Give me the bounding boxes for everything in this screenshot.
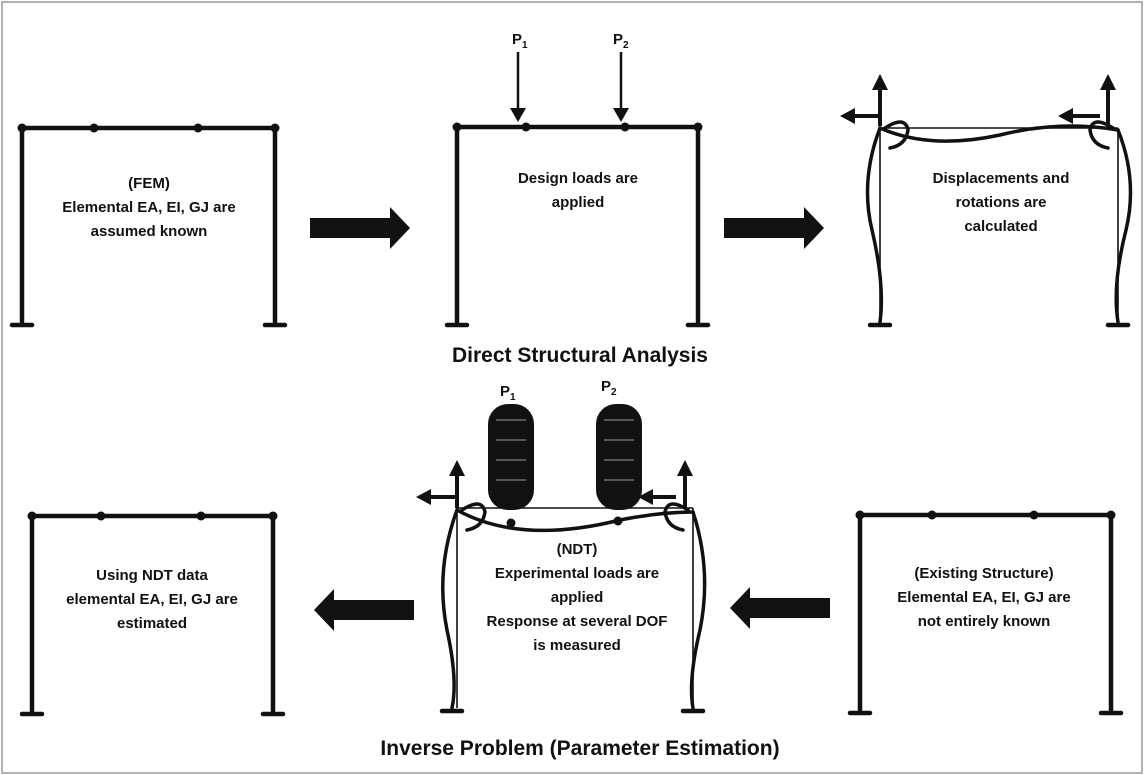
existing-line1: (Existing Structure) — [914, 565, 1053, 582]
load-label-p2-bottom: P2 — [601, 378, 617, 398]
inverse-problem-title: Inverse Problem (Parameter Estimation) — [380, 737, 779, 760]
load-arrow-p2-top — [613, 52, 629, 122]
estimated-line2: elemental EA, EI, GJ are — [66, 591, 238, 608]
arrow-right-1 — [310, 207, 410, 249]
displacements-line2: rotations are — [956, 194, 1047, 211]
direct-analysis-title: Direct Structural Analysis — [452, 344, 708, 367]
load-arrow-p1-top — [510, 52, 526, 122]
ndt-line3: applied — [551, 589, 604, 606]
ndt-line5: is measured — [533, 637, 621, 654]
fem-label-line2: Elemental EA, EI, GJ are — [62, 199, 235, 216]
fem-label-line1: (FEM) — [128, 175, 170, 192]
arrow-left-2 — [730, 587, 830, 629]
load-label-p1-bottom: P1 — [500, 383, 516, 403]
arrow-left-1 — [314, 589, 414, 631]
load-label-p1-top: P1 — [512, 31, 528, 51]
load-label-p2-top: P2 — [613, 31, 629, 51]
ndt-line4: Response at several DOF — [487, 613, 668, 630]
estimated-line3: estimated — [117, 615, 187, 632]
ndt-line1: (NDT) — [557, 541, 598, 558]
design-loads-line1: Design loads are — [518, 170, 638, 187]
ndt-frame — [416, 460, 707, 714]
existing-line3: not entirely known — [918, 613, 1051, 630]
deformed-frame — [840, 74, 1133, 328]
arrow-right-2 — [724, 207, 824, 249]
displacements-line3: calculated — [964, 218, 1037, 235]
tire-p2 — [596, 404, 642, 510]
tire-p1 — [488, 404, 534, 510]
design-loads-frame — [444, 122, 711, 328]
existing-line2: Elemental EA, EI, GJ are — [897, 589, 1070, 606]
fem-label-line3: assumed known — [91, 223, 208, 240]
estimated-frame — [19, 511, 286, 717]
ndt-line2: Experimental loads are — [495, 565, 659, 582]
estimated-line1: Using NDT data — [96, 567, 208, 584]
fem-frame — [9, 123, 288, 328]
displacements-line1: Displacements and — [933, 170, 1070, 187]
existing-structure-frame — [847, 510, 1124, 716]
design-loads-line2: applied — [552, 194, 605, 211]
